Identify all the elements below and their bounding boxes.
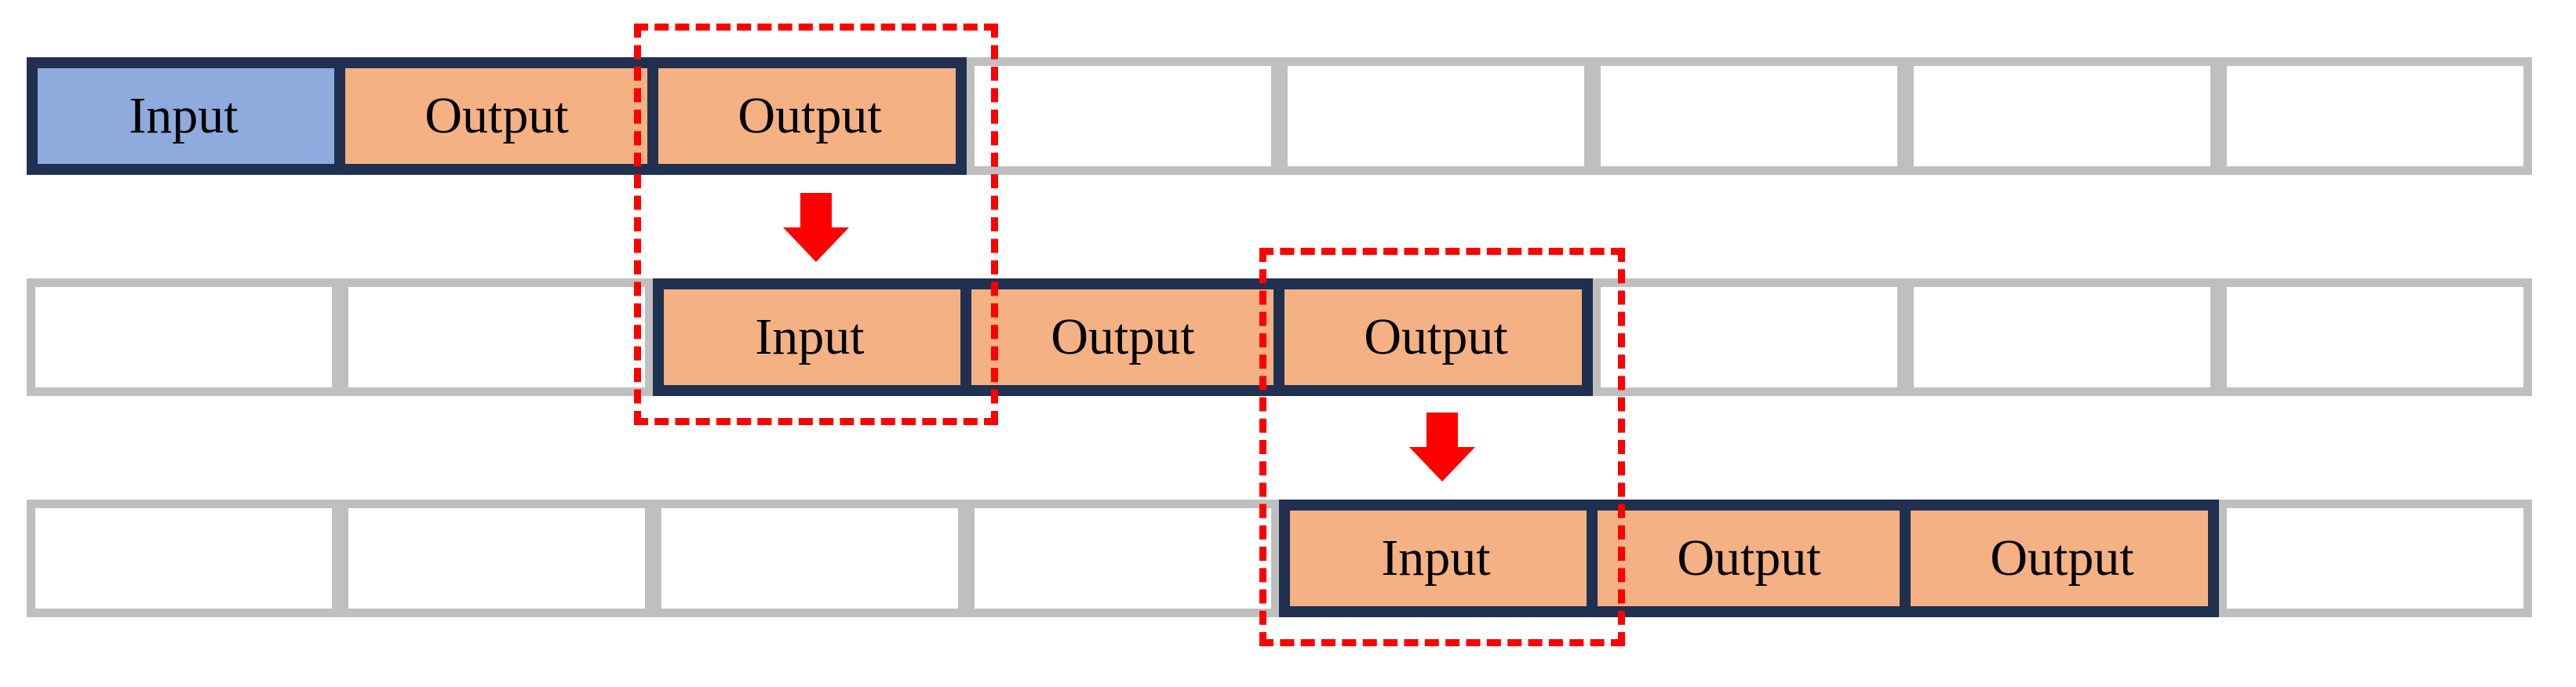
input-cell: Input [653, 278, 967, 396]
output-cell: Output [1279, 278, 1593, 396]
output-cell: Output [1905, 500, 2219, 617]
empty-cell [2218, 500, 2532, 617]
empty-cell [340, 278, 654, 396]
input-cell: Input [1279, 500, 1593, 617]
empty-cell [1592, 278, 1906, 396]
cell-divider [1273, 278, 1284, 396]
input-cell: Input [27, 57, 341, 175]
empty-cell [27, 500, 341, 617]
empty-cell [966, 500, 1280, 617]
empty-cell [2218, 57, 2532, 175]
output-cell: Output [1592, 500, 1906, 617]
output-cell: Output [966, 278, 1280, 396]
cell-divider [1900, 500, 1911, 617]
empty-cell [966, 57, 1280, 175]
empty-cell [1279, 57, 1593, 175]
output-cell: Output [653, 57, 967, 175]
cell-divider [334, 57, 345, 175]
empty-cell [1905, 278, 2219, 396]
cell-divider [960, 278, 971, 396]
empty-cell [340, 500, 654, 617]
empty-cell [27, 278, 341, 396]
cell-divider [647, 57, 658, 175]
empty-cell [1592, 57, 1906, 175]
empty-cell [653, 500, 967, 617]
empty-cell [2218, 278, 2532, 396]
down-arrow-icon [783, 193, 849, 262]
output-cell: Output [340, 57, 654, 175]
down-arrow-icon [1409, 413, 1475, 482]
empty-cell [1905, 57, 2219, 175]
cell-divider [1587, 500, 1598, 617]
